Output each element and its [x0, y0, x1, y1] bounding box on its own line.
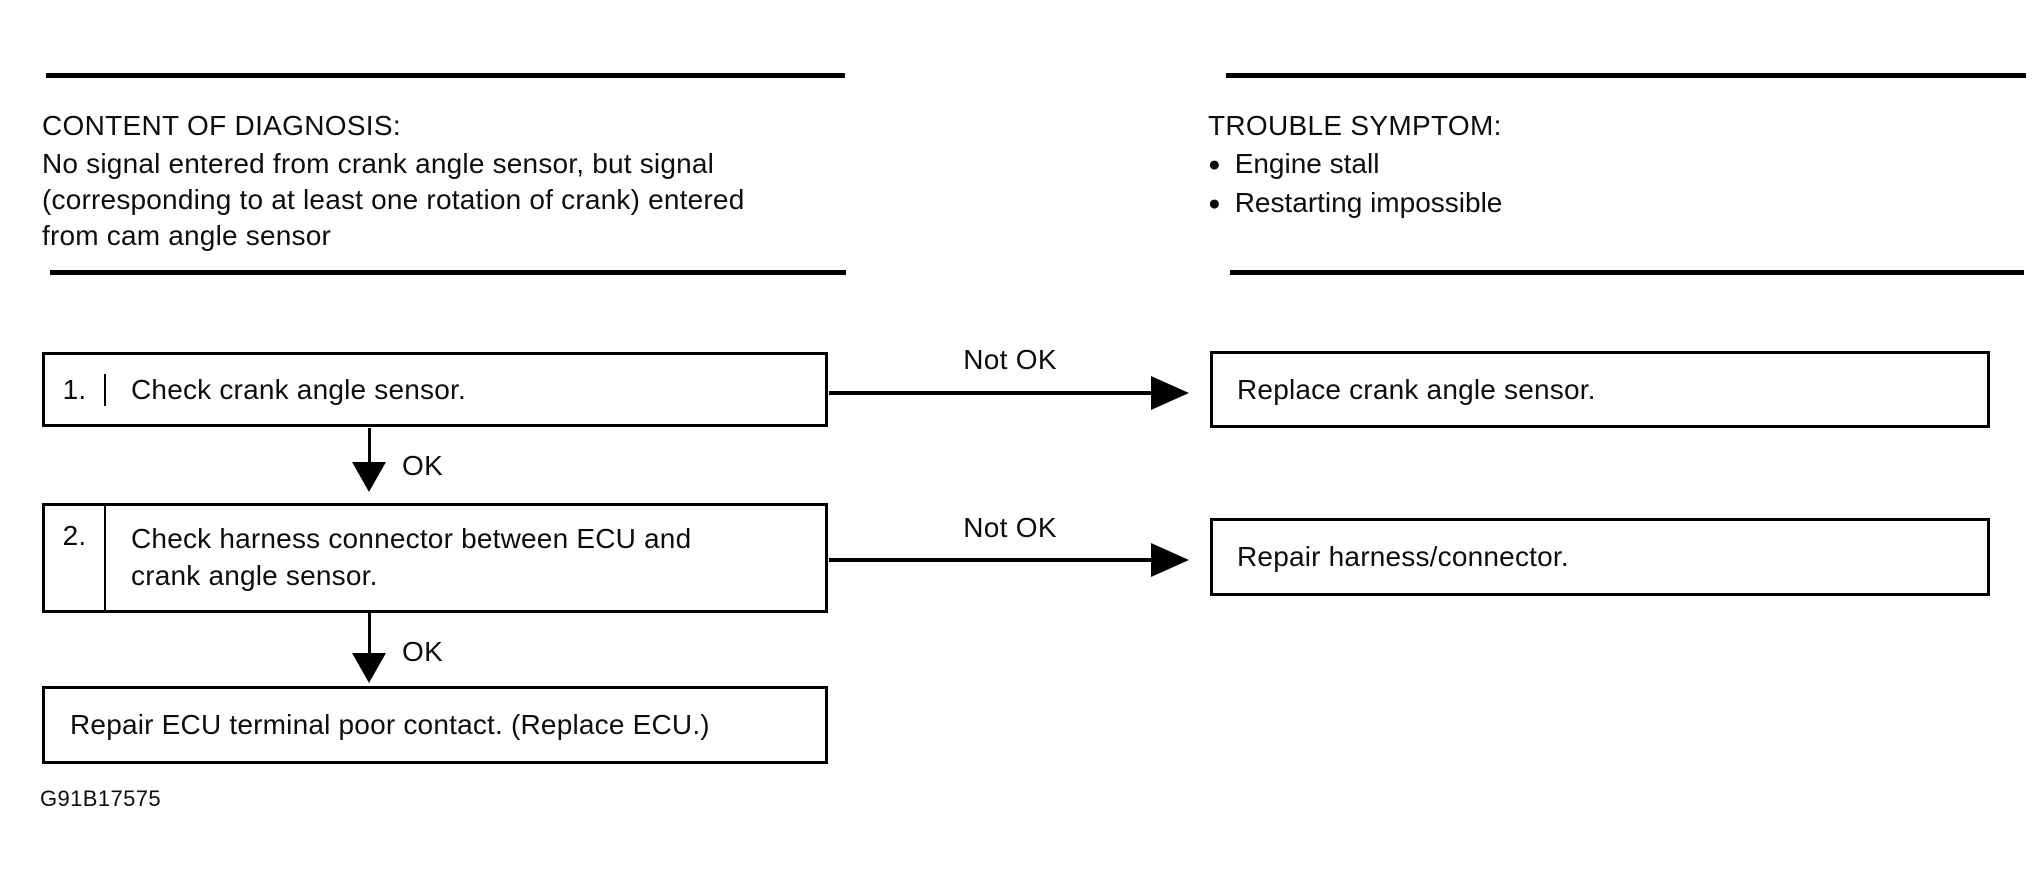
step-text-line: crank angle sensor.	[131, 560, 378, 591]
arrow-stem-down-2	[368, 613, 371, 653]
arrow-line-right-1	[829, 391, 1151, 395]
step-1-box: 1. Check crank angle sensor.	[42, 352, 828, 427]
result-1-box: Replace crank angle sensor.	[1210, 351, 1990, 428]
trouble-symptom-title: TROUBLE SYMPTOM:	[1208, 110, 1502, 141]
step-number: 2.	[62, 520, 87, 551]
content-of-diagnosis-title: CONTENT OF DIAGNOSIS:	[42, 110, 401, 141]
ok-label-1: OK	[402, 450, 444, 481]
step-number: 1.	[62, 373, 87, 405]
symptom-label: Restarting impossible	[1234, 187, 1503, 218]
branch-label-not-ok-1: Not OK	[963, 344, 1057, 375]
final-action-text: Repair ECU terminal poor contact. (Repla…	[70, 709, 710, 740]
diagnosis-line: (corresponding to at least one rotation …	[42, 184, 745, 215]
step-1-number-cell: 1.	[45, 373, 106, 406]
arrow-head-down-2-icon	[352, 653, 386, 683]
arrow-head-right-1-icon	[1151, 376, 1189, 410]
diagnosis-line: No signal entered from crank angle senso…	[42, 148, 715, 179]
list-item: ● Restarting impossible	[1208, 185, 1502, 224]
arrow-line-right-2	[829, 558, 1151, 562]
result-text: Repair harness/connector.	[1237, 541, 1569, 572]
bullet-icon: ●	[1208, 153, 1221, 176]
result-text: Replace crank angle sensor.	[1237, 373, 1596, 405]
diagnosis-line: from cam angle sensor	[42, 220, 331, 251]
ok-label-2: OK	[402, 636, 444, 667]
step-2-box: 2. Check harness connector between ECU a…	[42, 503, 828, 613]
step-text-line: Check crank angle sensor.	[131, 374, 466, 405]
result-2-box: Repair harness/connector.	[1210, 518, 1990, 596]
rule-top-right	[1226, 73, 2026, 78]
rule-bottom-left	[50, 270, 846, 275]
step-2-text: Check harness connector between ECU and …	[106, 506, 691, 610]
step-text-line: Check harness connector between ECU and	[131, 523, 692, 554]
final-action-box: Repair ECU terminal poor contact. (Repla…	[42, 686, 828, 764]
list-item: ● Engine stall	[1208, 146, 1502, 185]
rule-top-left	[46, 73, 845, 78]
symptom-label: Engine stall	[1234, 148, 1380, 179]
arrow-head-down-1-icon	[352, 462, 386, 492]
arrow-stem-down-1	[368, 428, 371, 462]
bullet-icon: ●	[1208, 192, 1221, 215]
step-2-number-cell: 2.	[45, 506, 106, 610]
rule-bottom-right	[1230, 270, 2024, 275]
figure-code: G91B17575	[40, 786, 162, 811]
trouble-symptom-list: ● Engine stall ● Restarting impossible	[1208, 146, 1502, 224]
step-1-text: Check crank angle sensor.	[106, 371, 466, 408]
content-of-diagnosis-body: No signal entered from crank angle senso…	[42, 146, 744, 254]
arrow-head-right-2-icon	[1151, 543, 1189, 577]
branch-label-not-ok-2: Not OK	[963, 512, 1057, 543]
